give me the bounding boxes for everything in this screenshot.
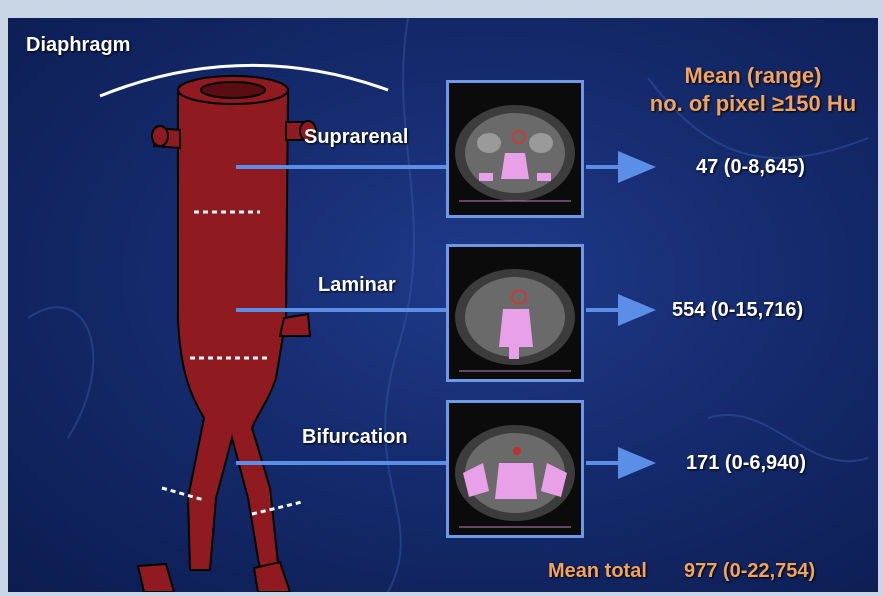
value-laminar: 554 (0-15,716) [672, 299, 803, 322]
section-label-bifurcation: Bifurcation [302, 426, 408, 449]
header-line-2: no. of pixel ≥150 Hu [608, 90, 878, 118]
column-header: Mean (range) no. of pixel ≥150 Hu [608, 62, 878, 118]
total-value: 977 (0-22,754) [684, 560, 815, 583]
header-line-1: Mean (range) [608, 62, 878, 90]
value-bifurcation: 171 (0-6,940) [686, 452, 806, 475]
value-suprarenal: 47 (0-8,645) [696, 156, 805, 179]
section-label-laminar: Laminar [318, 274, 396, 297]
section-label-suprarenal: Suprarenal [304, 126, 408, 149]
ct-scan-bifurcation [446, 400, 584, 538]
diaphragm-label: Diaphragm [26, 34, 130, 57]
ct-scan-laminar [446, 244, 584, 382]
aorta-illustration [138, 76, 316, 592]
slide: Diaphragm Mean (range) no. of pixel ≥150… [8, 18, 878, 592]
total-label: Mean total [548, 560, 647, 583]
ct-scan-suprarenal [446, 80, 584, 218]
